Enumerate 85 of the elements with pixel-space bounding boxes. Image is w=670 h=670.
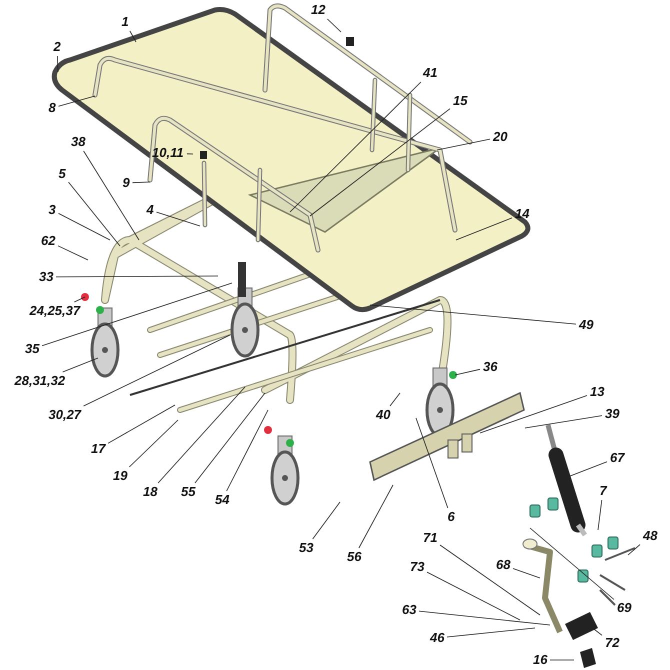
leader-line: [74, 296, 86, 302]
callout-number: 15: [452, 94, 468, 108]
leader-line: [58, 213, 110, 240]
callout-number: 4: [146, 203, 155, 217]
callout-number: 9: [122, 176, 131, 190]
leader-line: [128, 420, 178, 468]
leader-line: [480, 395, 588, 434]
callout-number: 17: [90, 442, 106, 456]
leader-line: [108, 404, 176, 444]
callout-number: 10,11: [151, 146, 185, 160]
callout-number: 55: [180, 485, 196, 499]
leader-line: [456, 218, 512, 240]
leader-line: [42, 282, 232, 346]
callout-number: 62: [40, 234, 56, 248]
callout-number: 6: [446, 510, 456, 524]
callout-number: 54: [214, 493, 230, 507]
leader-line: [83, 150, 140, 240]
leader-line: [68, 182, 120, 246]
leader-line: [62, 358, 98, 372]
leader-line: [132, 182, 150, 184]
callout-number: 49: [578, 318, 594, 332]
leader-line: [530, 528, 614, 600]
leader-line: [370, 304, 576, 324]
callout-number: 63: [401, 603, 418, 617]
callout-number: 28,31,32: [14, 374, 66, 388]
leader-line: [454, 368, 480, 376]
leader-line: [358, 484, 394, 548]
callout-number: 20: [492, 130, 508, 144]
leader-line: [310, 108, 450, 216]
callout-number: 73: [409, 560, 426, 574]
leader-line: [57, 56, 58, 72]
callout-number: 53: [298, 541, 314, 555]
leader-line: [327, 18, 342, 32]
callout-number: 38: [70, 135, 86, 149]
callout-number: 67: [609, 451, 626, 465]
callout-number: 1: [120, 15, 130, 29]
callout-number: 14: [514, 207, 530, 221]
leader-line: [418, 610, 550, 626]
leader-line: [186, 153, 194, 154]
callout-number: 48: [642, 529, 658, 543]
leader-line: [56, 276, 218, 278]
callout-number: 69: [616, 601, 632, 615]
callout-number: 19: [112, 469, 128, 483]
leader-line: [58, 245, 88, 260]
callout-number: 40: [375, 408, 392, 422]
callout-number: 5: [58, 167, 67, 181]
callout-number: 16: [532, 653, 548, 667]
callout-number: 71: [422, 531, 438, 545]
leader-line: [426, 572, 520, 620]
callout-number: 35: [24, 342, 40, 356]
leader-line: [436, 138, 490, 150]
callout-number: 56: [346, 550, 362, 564]
leader-line: [130, 30, 136, 42]
leader-line: [598, 500, 602, 530]
leader-line: [512, 568, 540, 578]
callout-number: 39: [604, 407, 620, 421]
leader-line: [290, 82, 422, 212]
callout-number: 68: [495, 558, 512, 572]
leader-line: [628, 544, 640, 556]
callout-number: 18: [142, 485, 158, 499]
leader-line: [390, 392, 400, 406]
callout-number: 36: [482, 360, 498, 374]
callout-number: 13: [589, 385, 606, 399]
leader-line: [440, 544, 540, 616]
leader-line: [312, 502, 340, 540]
leader-line: [226, 410, 268, 492]
callout-number: 30,27: [48, 408, 82, 422]
leader-line: [58, 96, 96, 107]
leader-line: [156, 212, 200, 226]
callout-number: 46: [429, 631, 446, 645]
callout-number: 2: [52, 40, 62, 54]
leader-line: [416, 418, 448, 508]
callout-number: 12: [310, 3, 326, 17]
callout-number: 7: [598, 484, 608, 498]
callout-number: 41: [422, 66, 438, 80]
callout-number: 24,25,37: [28, 304, 82, 318]
callout-number: 3: [48, 203, 57, 217]
leader-line: [524, 415, 602, 428]
leader-line: [446, 628, 536, 638]
callout-number: 8: [48, 101, 57, 115]
callout-number: 33: [38, 270, 54, 284]
leader-line: [158, 386, 246, 484]
leader-line: [194, 392, 266, 484]
leader-line: [83, 334, 230, 406]
callout-number: 72: [604, 636, 620, 650]
